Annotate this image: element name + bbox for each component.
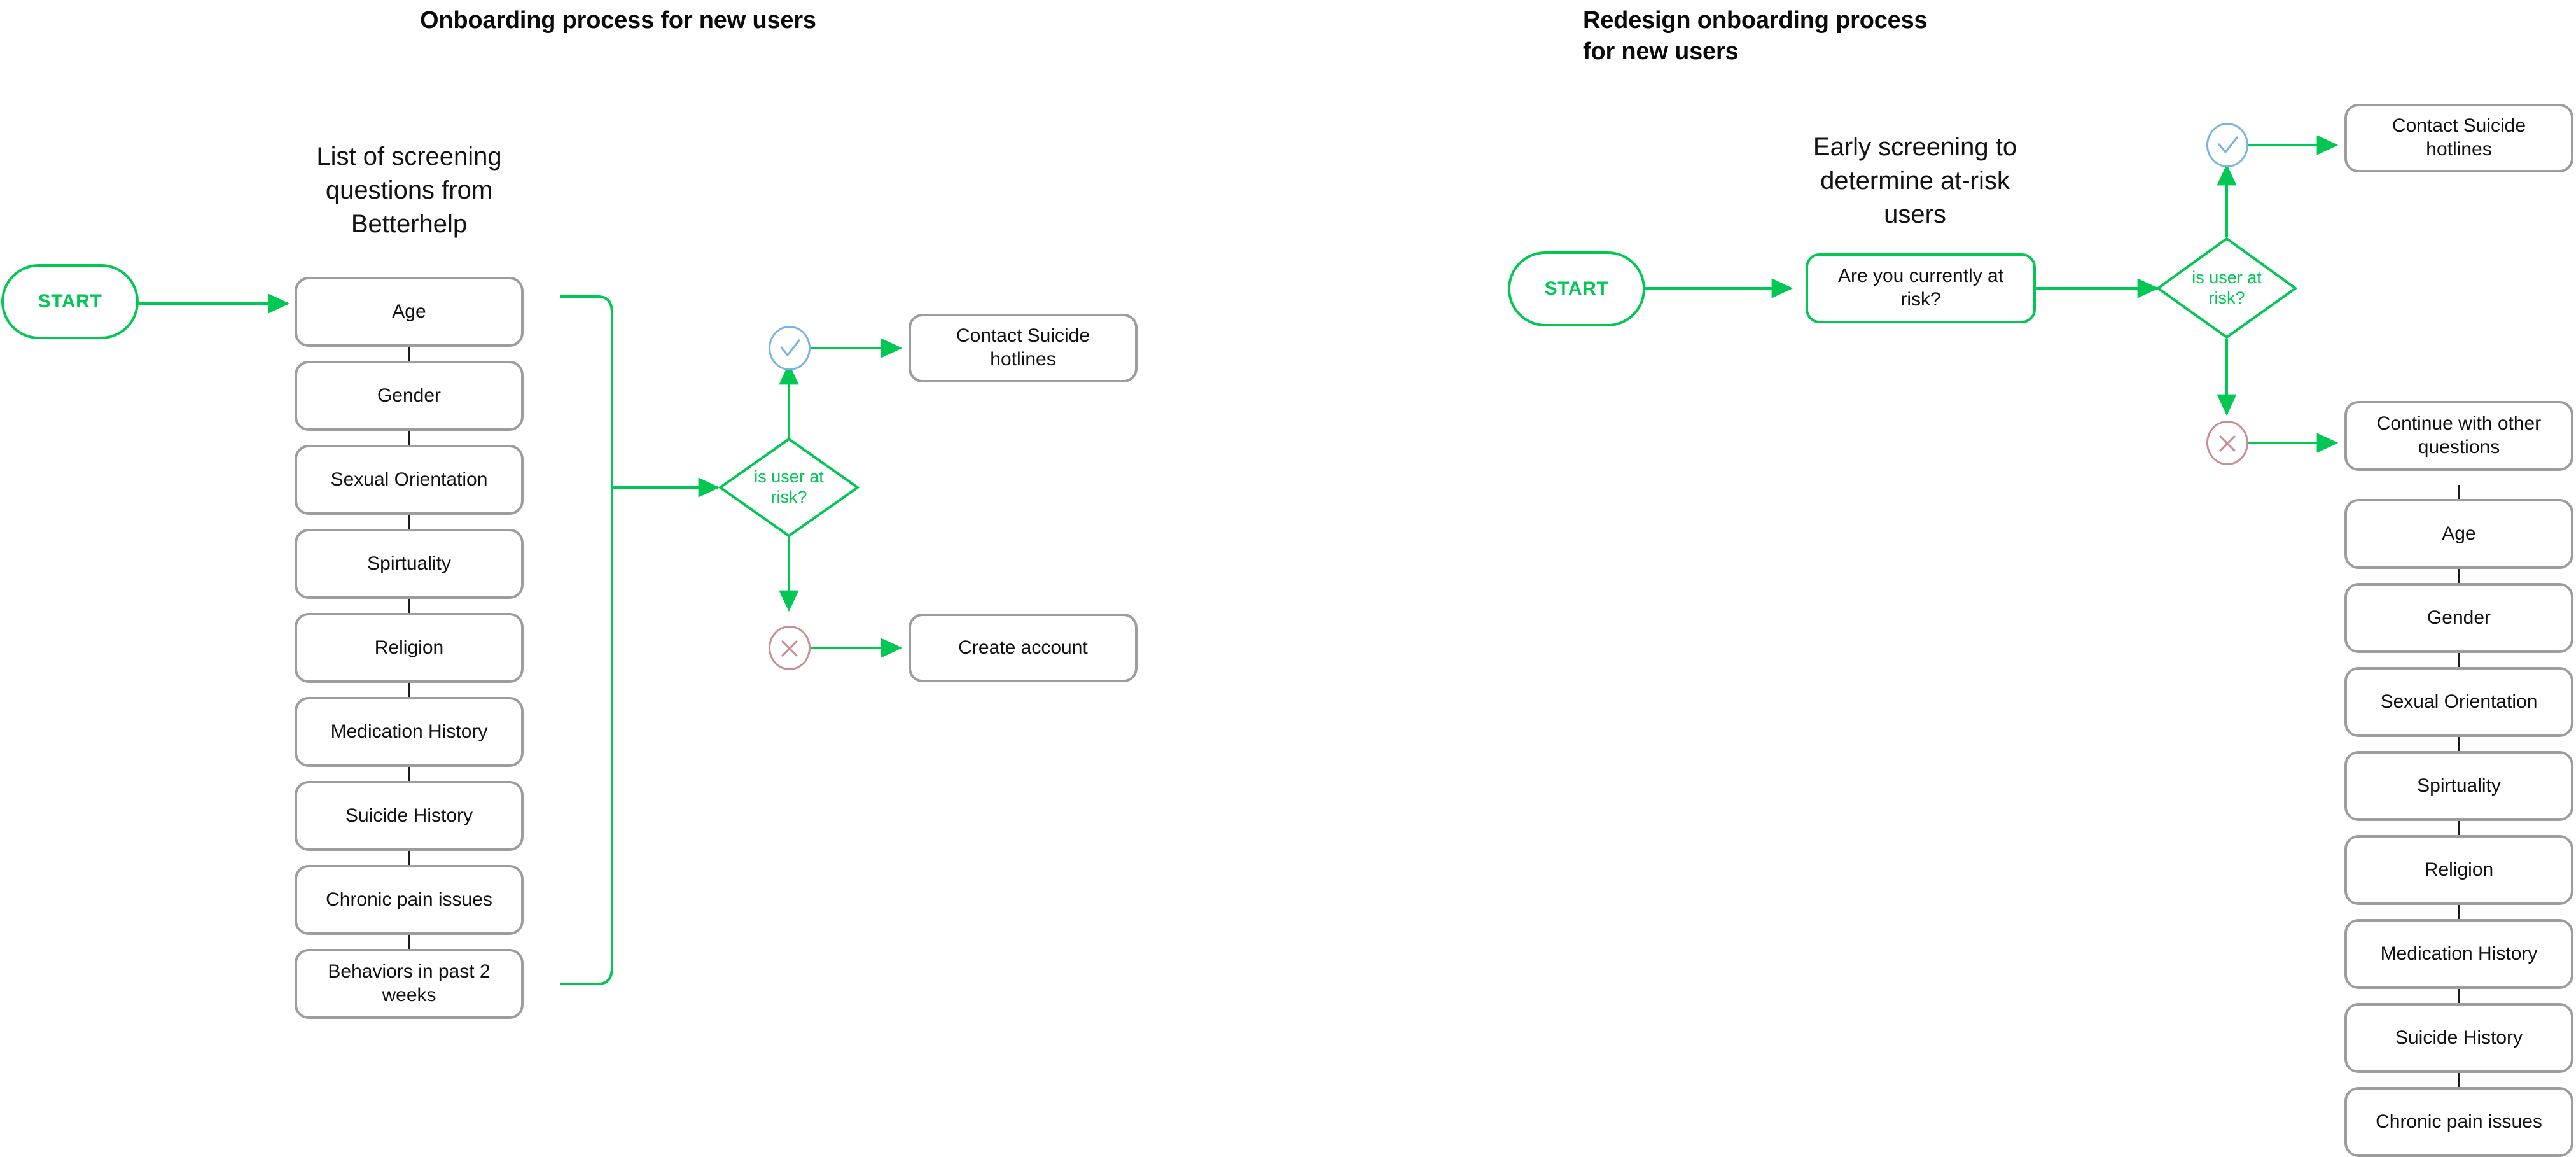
right-outcome-continue-with-other-questions[interactable]: Continue with other questions xyxy=(2344,401,2573,471)
decision-diamond-left[interactable] xyxy=(718,437,860,538)
right-question-box-medication-history[interactable]: Medication History xyxy=(2344,919,2573,989)
right-group-label: Early screening to determine at-risk use… xyxy=(1813,133,2017,228)
left-question-box-sexual-orientation[interactable]: Sexual Orientation xyxy=(295,445,524,515)
left-outcome-contact-suicide-hotlines[interactable]: Contact Suicide hotlines xyxy=(909,314,1138,382)
right-question-box-chronic-pain-issues[interactable]: Chronic pain issues xyxy=(2344,1087,2573,1157)
right-screening-question-box[interactable]: Are you currently at risk? xyxy=(1806,253,2036,323)
right-question-box-suicide-history[interactable]: Suicide History xyxy=(2344,1003,2573,1073)
left-question-box-chronic-pain-issues[interactable]: Chronic pain issues xyxy=(295,865,524,935)
left-start-node[interactable]: START xyxy=(1,264,139,339)
right-question-box-sexual-orientation[interactable]: Sexual Orientation xyxy=(2344,667,2573,737)
left-question-box-religion[interactable]: Religion xyxy=(295,613,524,683)
decision-diamond-right[interactable] xyxy=(2155,237,2298,339)
edge-questions-bracket xyxy=(560,295,613,985)
left-question-box-behaviors-past-2-weeks[interactable]: Behaviors in past 2 weeks xyxy=(295,949,524,1019)
right-board-title: Redesign onboarding process for new user… xyxy=(1583,7,1928,65)
right-question-box-gender[interactable]: Gender xyxy=(2344,583,2573,653)
right-question-box-spirtuality[interactable]: Spirtuality xyxy=(2344,751,2573,821)
left-question-box-medication-history[interactable]: Medication History xyxy=(295,697,524,767)
left-question-box-age[interactable]: Age xyxy=(295,277,524,347)
right-question-box-age[interactable]: Age xyxy=(2344,499,2573,569)
left-group-label: List of screening questions from Betterh… xyxy=(316,143,502,238)
left-yes-badge-check-icon[interactable] xyxy=(769,326,811,370)
left-no-badge-cross-icon[interactable] xyxy=(769,626,811,670)
right-no-badge-cross-icon[interactable] xyxy=(2206,421,2248,465)
right-question-box-religion[interactable]: Religion xyxy=(2344,835,2573,905)
left-board-title: Onboarding process for new users xyxy=(420,7,816,34)
right-outcome-contact-suicide-hotlines[interactable]: Contact Suicide hotlines xyxy=(2344,104,2573,172)
left-question-box-suicide-history[interactable]: Suicide History xyxy=(295,781,524,851)
right-yes-badge-check-icon[interactable] xyxy=(2206,123,2248,167)
left-question-box-spirtuality[interactable]: Spirtuality xyxy=(295,529,524,599)
right-start-node[interactable]: START xyxy=(1508,251,1645,326)
left-outcome-create-account[interactable]: Create account xyxy=(909,614,1138,682)
left-question-box-gender[interactable]: Gender xyxy=(295,361,524,431)
